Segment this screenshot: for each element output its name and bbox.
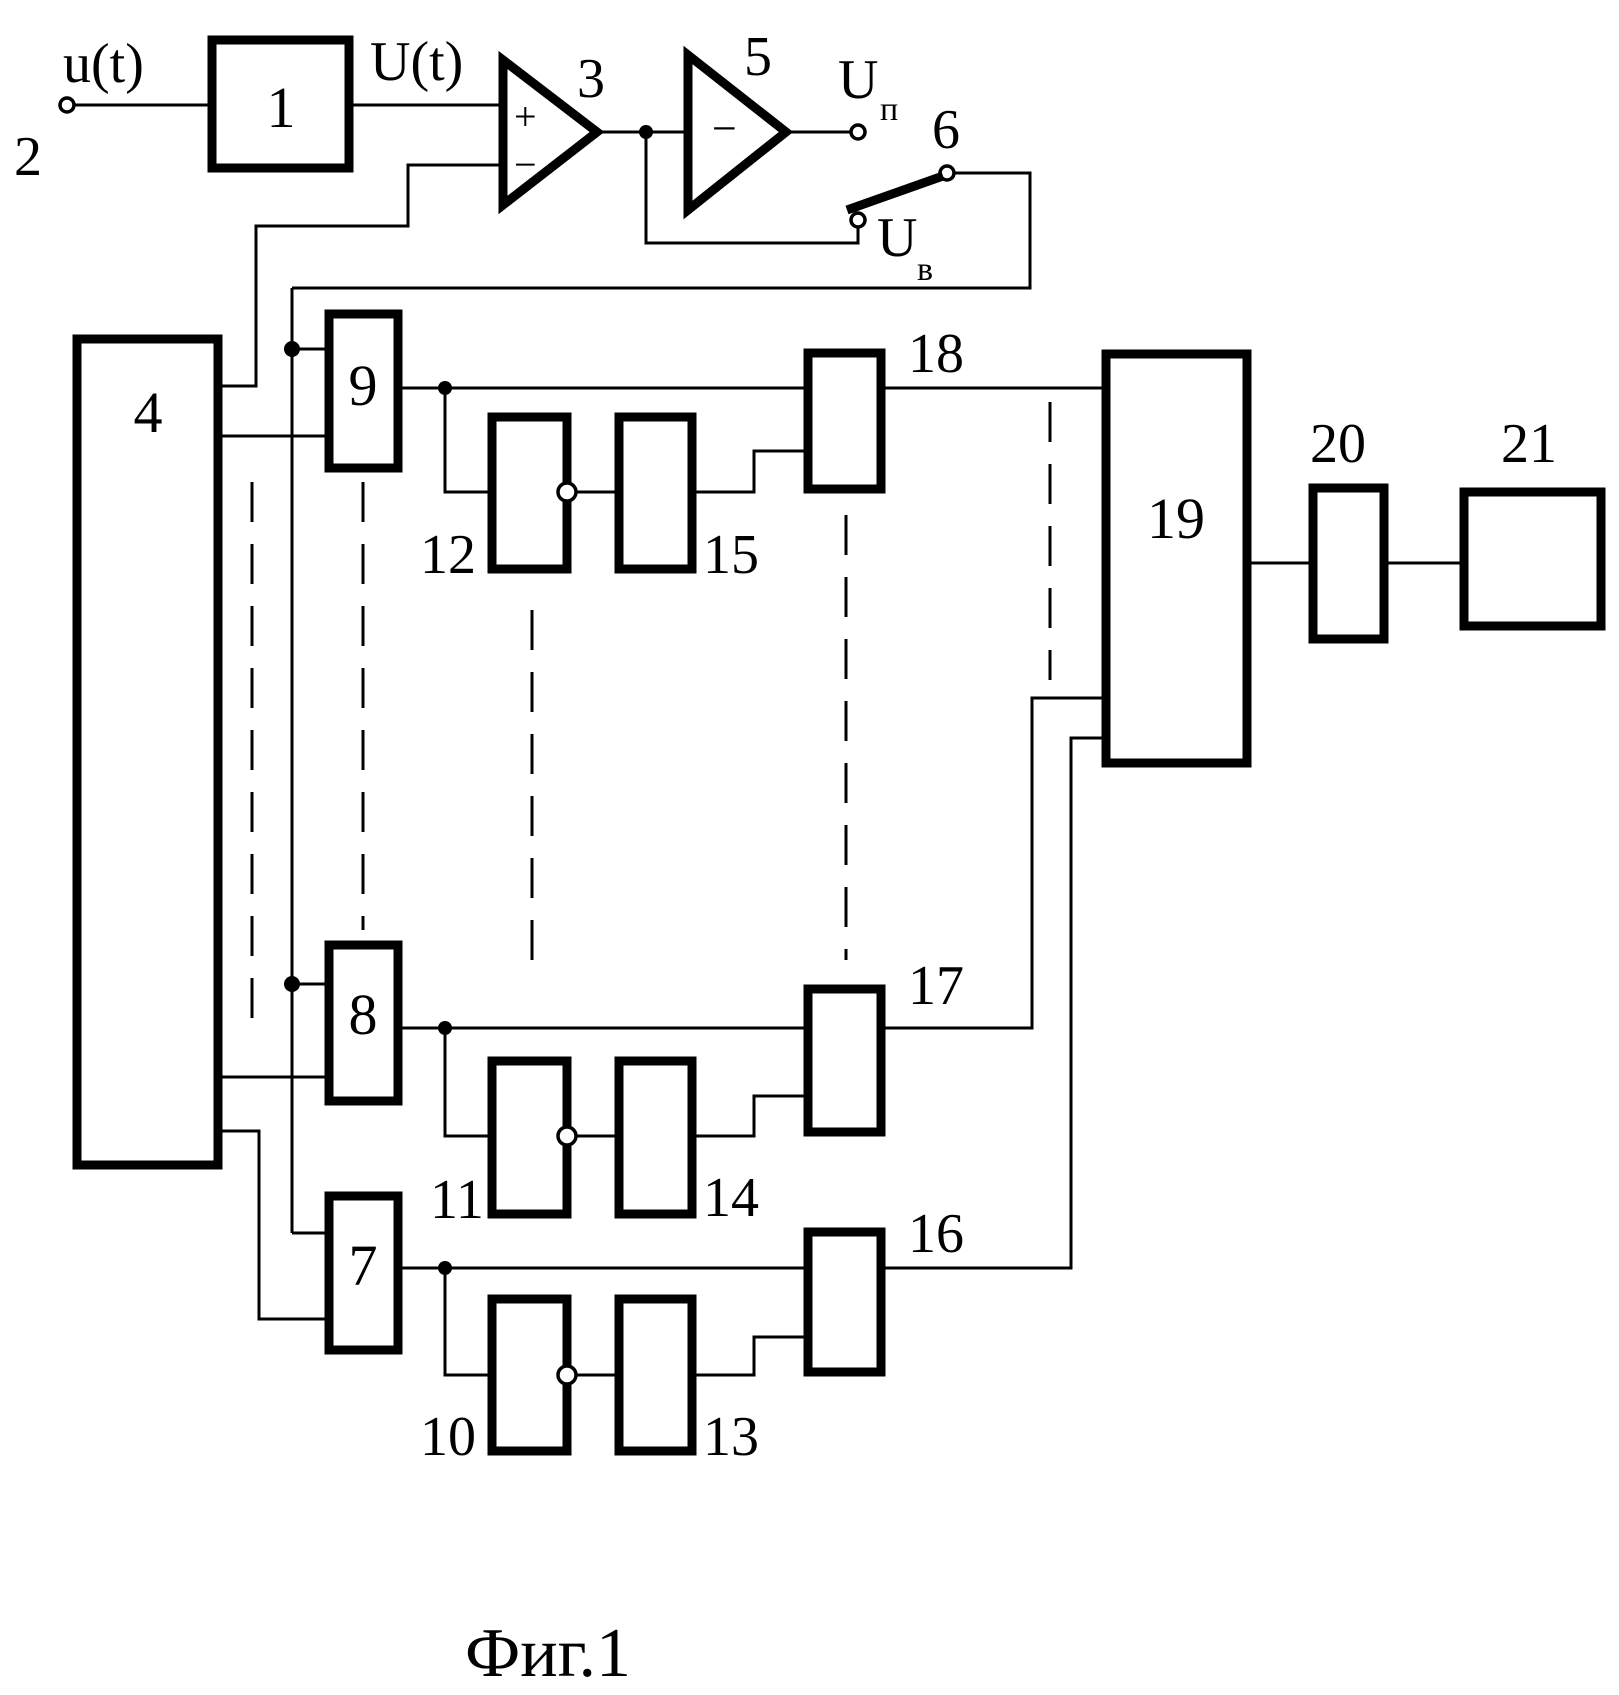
input-terminal <box>60 98 74 112</box>
figure-caption: Фиг.1 <box>465 1615 631 1692</box>
wire-15-to-18 <box>696 451 808 492</box>
block-19-label: 19 <box>1147 486 1205 551</box>
output-main-subscript: п <box>880 91 898 128</box>
label-11: 11 <box>430 1169 484 1231</box>
label-17: 17 <box>908 955 964 1017</box>
label-5: 5 <box>744 26 772 88</box>
block-17 <box>808 989 881 1132</box>
block-4 <box>77 339 218 1165</box>
block-10-inverting-output <box>558 1366 576 1384</box>
wire-9-to-12 <box>445 388 492 492</box>
label-21: 21 <box>1501 413 1557 475</box>
label-16: 16 <box>908 1203 964 1265</box>
amp3-minus-label: − <box>514 142 537 187</box>
block-20 <box>1313 488 1384 639</box>
label-2: 2 <box>14 126 42 188</box>
block-11 <box>492 1061 567 1214</box>
label-14: 14 <box>703 1167 759 1229</box>
output-main-label: U <box>838 49 878 111</box>
label-15: 15 <box>703 524 759 586</box>
label-3: 3 <box>577 48 605 110</box>
block-16 <box>808 1232 881 1372</box>
switch-6-contact <box>851 213 865 227</box>
output-alt-subscript: в <box>917 251 933 288</box>
block-12-inverting-output <box>558 483 576 501</box>
label-20: 20 <box>1310 413 1366 475</box>
block-4-label: 4 <box>134 380 163 445</box>
block-13 <box>619 1299 692 1451</box>
label-13: 13 <box>703 1406 759 1468</box>
block-11-inverting-output <box>558 1127 576 1145</box>
transformed-signal-label: U(t) <box>370 31 463 93</box>
input-signal-label: u(t) <box>63 33 144 95</box>
block-8-label: 8 <box>349 982 378 1047</box>
switch-6-arm <box>847 176 943 210</box>
output-terminal-p <box>851 125 865 139</box>
block-12 <box>492 417 567 569</box>
wire-8-to-11 <box>445 1028 492 1136</box>
output-alt-label: U <box>877 207 917 269</box>
label-10: 10 <box>420 1406 476 1468</box>
block-1-label: 1 <box>267 75 296 140</box>
block-15 <box>619 417 692 569</box>
block-21 <box>1464 492 1601 626</box>
block-18 <box>808 353 881 489</box>
amp3-plus-label: + <box>514 94 537 139</box>
block-14 <box>619 1061 692 1214</box>
block-7-label: 7 <box>349 1233 378 1298</box>
wire-13-to-16 <box>696 1337 808 1375</box>
block-10 <box>492 1299 567 1451</box>
label-18: 18 <box>908 323 964 385</box>
amp5-minus-label: − <box>712 104 737 153</box>
wire-4-to-7 <box>222 1131 329 1319</box>
label-12: 12 <box>420 524 476 586</box>
block-9-label: 9 <box>349 353 378 418</box>
label-6: 6 <box>932 99 960 161</box>
wire-7-to-10 <box>445 1268 492 1375</box>
wire-14-to-17 <box>696 1096 808 1136</box>
block-19 <box>1106 354 1247 763</box>
